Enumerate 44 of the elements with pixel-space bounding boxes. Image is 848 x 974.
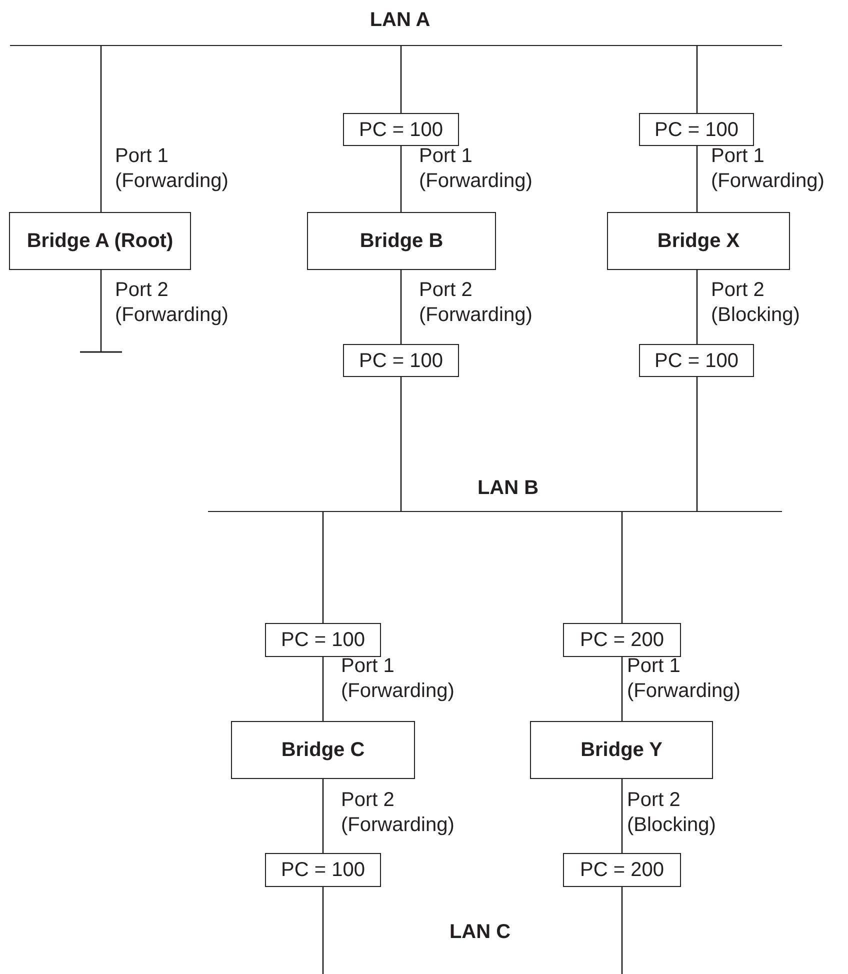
connector-line [100, 45, 102, 212]
port-label: Port 1 (Forwarding) [115, 144, 230, 194]
path-cost-box: PC = 200 [563, 853, 681, 887]
path-cost-box: PC = 200 [563, 623, 681, 657]
connector-line [621, 887, 623, 974]
port-label: Port 2 (Blocking) [711, 278, 801, 328]
path-cost-box: PC = 100 [265, 623, 381, 657]
connector-line [621, 779, 623, 853]
port-label: Port 1 (Forwarding) [341, 654, 456, 704]
bridge-box: Bridge C [231, 721, 415, 779]
connector-line [322, 511, 324, 623]
lan-label: LAN C [449, 920, 511, 944]
path-cost-box: PC = 100 [639, 113, 754, 146]
connector-line [322, 779, 324, 853]
port-label: Port 2 (Forwarding) [115, 278, 230, 328]
connector-line [621, 511, 623, 623]
connector-line [696, 270, 698, 344]
bridge-box: Bridge X [607, 212, 790, 270]
connector-line [696, 146, 698, 212]
connector-line [621, 657, 623, 721]
connector-line [400, 270, 402, 344]
port-label: Port 1 (Forwarding) [419, 144, 534, 194]
port-label: Port 2 (Blocking) [627, 788, 717, 838]
lan-label: LAN B [477, 476, 539, 500]
path-cost-box: PC = 100 [343, 344, 459, 377]
connector-line [322, 887, 324, 974]
path-cost-box: PC = 100 [343, 113, 459, 146]
port-label: Port 2 (Forwarding) [341, 788, 456, 838]
path-cost-box: PC = 100 [265, 853, 381, 887]
connector-line [696, 45, 698, 113]
bridge-box: Bridge B [307, 212, 496, 270]
port-label: Port 1 (Forwarding) [627, 654, 742, 704]
connector-line [400, 377, 402, 511]
connector-line [400, 45, 402, 113]
bridge-box: Bridge A (Root) [9, 212, 191, 270]
connector-line [696, 377, 698, 511]
lan-label: LAN A [370, 8, 430, 32]
connector-line [400, 146, 402, 212]
port-label: Port 2 (Forwarding) [419, 278, 534, 328]
bridge-box: Bridge Y [530, 721, 713, 779]
path-cost-box: PC = 100 [639, 344, 754, 377]
port-label: Port 1 (Forwarding) [711, 144, 826, 194]
connector-line [79, 270, 123, 353]
connector-line [322, 657, 324, 721]
